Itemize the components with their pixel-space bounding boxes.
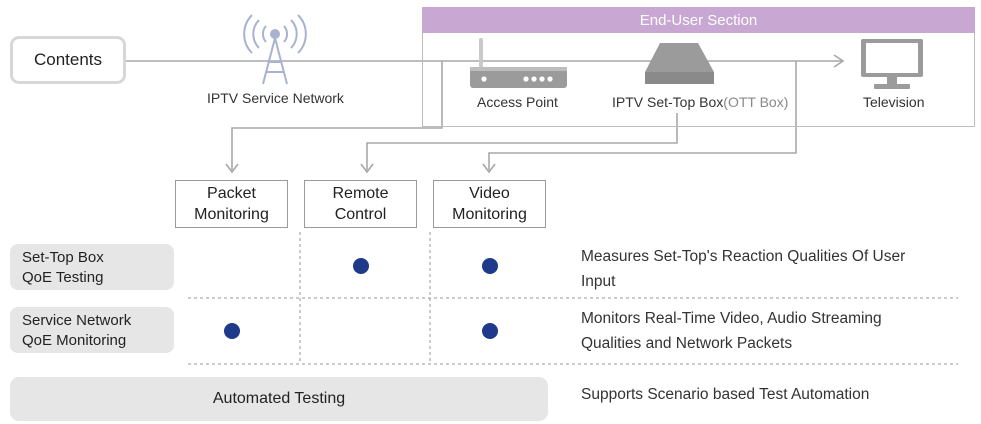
column-header-line2: Control	[334, 206, 387, 223]
set-top-box-note: (OTT Box)	[723, 94, 789, 110]
set-top-box-icon	[645, 43, 714, 84]
end-user-section-frame	[422, 33, 975, 127]
automated-testing-description: Supports Scenario based Test Automation	[581, 386, 870, 403]
iptv-service-network-label: IPTV Service Network	[207, 90, 344, 106]
column-header-line2: Monitoring	[452, 206, 527, 223]
row-header-line2: QoE Testing	[22, 269, 104, 286]
packet-monitoring-connector	[231, 61, 443, 170]
television-icon	[861, 39, 923, 89]
antenna-tower-icon	[243, 14, 307, 85]
row-description-service-network: Monitors Real-Time Video, Audio Streamin…	[581, 306, 882, 356]
capability-dot	[224, 323, 240, 339]
row-header-line1: Set-Top Box	[22, 249, 104, 266]
end-user-section-label: End-User Section	[639, 11, 758, 29]
router-icon	[470, 38, 567, 88]
description-line1: Measures Set-Top's Reaction Qualities Of…	[581, 248, 906, 265]
column-header-line1: Video	[469, 185, 510, 202]
column-header-line1: Packet	[207, 185, 256, 202]
column-header-packet-monitoring: Packet Monitoring	[175, 180, 288, 228]
automated-testing-label: Automated Testing	[212, 390, 346, 407]
column-header-video-monitoring: Video Monitoring	[433, 180, 546, 228]
end-user-section-header: End-User Section	[422, 7, 975, 33]
television-label: Television	[863, 94, 925, 110]
capability-dot	[482, 258, 498, 274]
capability-dot	[482, 323, 498, 339]
row-header-line2: QoE Monitoring	[22, 332, 127, 349]
contents-box: Contents	[10, 36, 126, 84]
description-line2: Qualities and Network Packets	[581, 335, 793, 352]
access-point-label: Access Point	[477, 94, 558, 110]
set-top-box-name: IPTV Set-Top Box	[612, 94, 724, 110]
description-line1: Monitors Real-Time Video, Audio Streamin…	[581, 310, 882, 327]
row-header-line1: Service Network	[22, 312, 132, 329]
capability-dot	[353, 258, 369, 274]
row-header-service-network-qoe-monitoring: Service Network QoE Monitoring	[10, 307, 174, 353]
description-line2: Input	[581, 273, 616, 290]
row-description-set-top-box: Measures Set-Top's Reaction Qualities Of…	[581, 244, 905, 294]
set-top-box-label: IPTV Set-Top Box(OTT Box)	[612, 94, 788, 110]
column-header-line1: Remote	[332, 185, 389, 202]
column-header-remote-control: Remote Control	[304, 180, 417, 228]
tv-arrowhead	[833, 54, 845, 68]
column-header-line2: Monitoring	[194, 206, 269, 223]
row-header-set-top-box-qoe-testing: Set-Top Box QoE Testing	[10, 244, 174, 290]
contents-label: Contents	[33, 50, 103, 69]
video-monitoring-connector	[488, 61, 797, 170]
automated-testing-box: Automated Testing	[10, 377, 548, 421]
remote-control-connector	[366, 113, 678, 170]
